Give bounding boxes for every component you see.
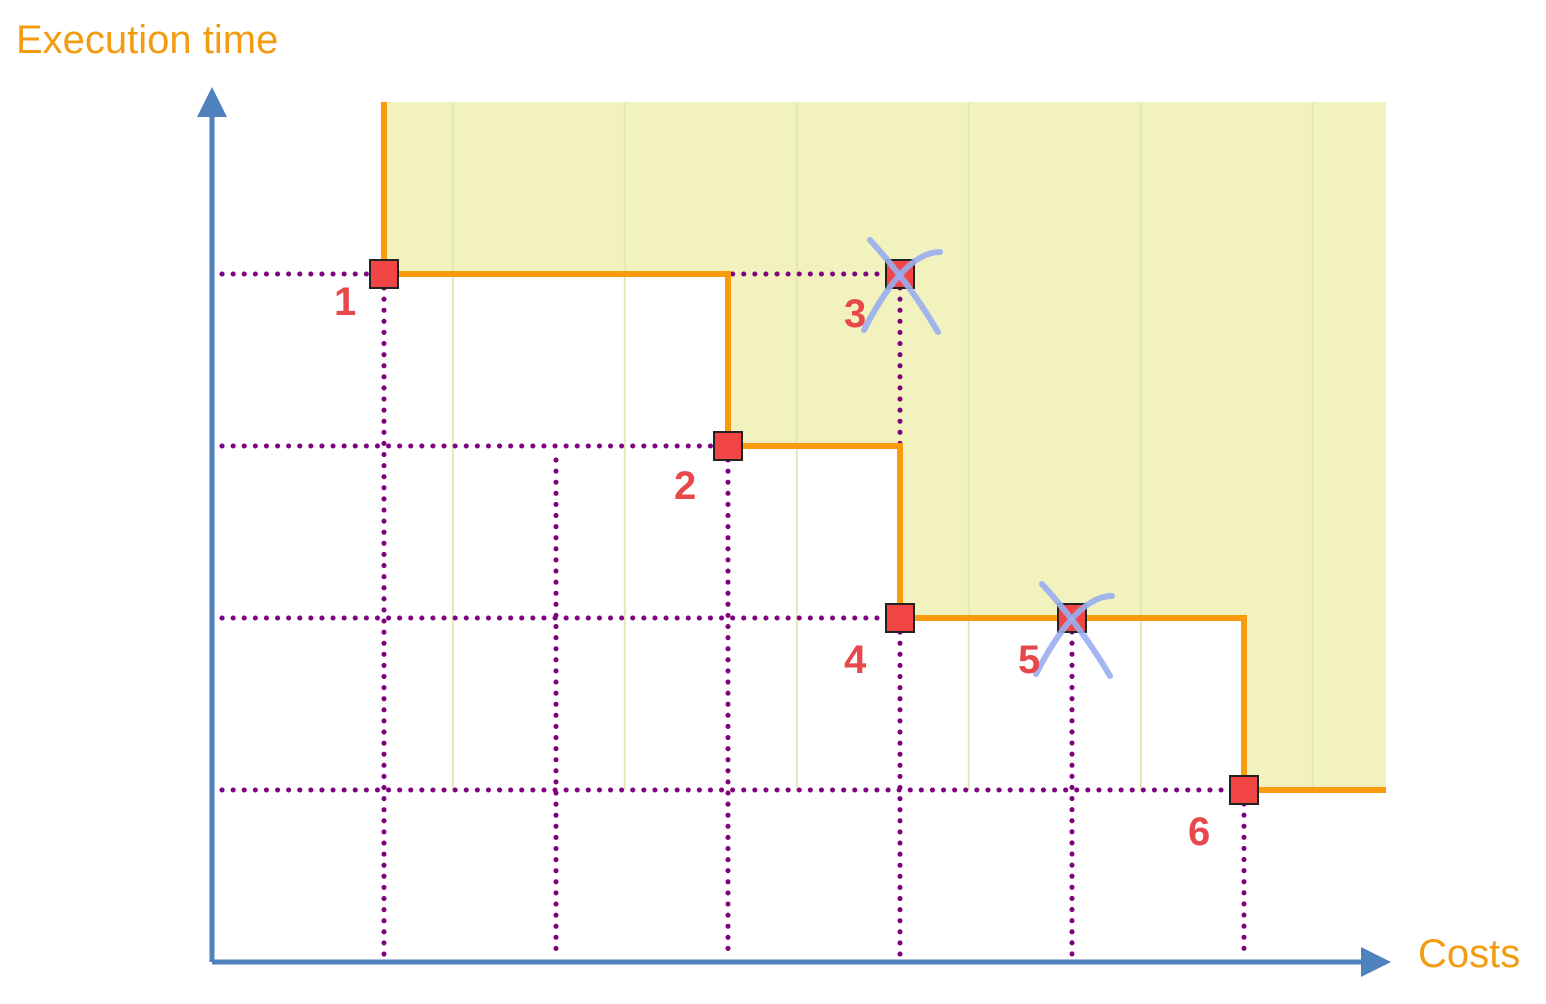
- strike-stroke: [1039, 581, 1113, 679]
- solution-point-4: [885, 603, 915, 633]
- strike-stroke: [861, 249, 943, 333]
- solution-point-6: [1229, 775, 1259, 805]
- axes: [197, 87, 1391, 977]
- strike-stroke: [1033, 593, 1115, 677]
- strike-stroke: [867, 237, 941, 335]
- point-label-2: 2: [674, 464, 697, 508]
- dominated-marks: [861, 237, 1115, 679]
- point-label-3: 3: [844, 292, 867, 336]
- point-label-4: 4: [844, 638, 867, 682]
- solution-point-1: [369, 259, 399, 289]
- point-label-5: 5: [1018, 638, 1041, 682]
- point-label-1: 1: [334, 280, 357, 324]
- y-axis-title: Execution time: [16, 18, 279, 62]
- cross-out-icon: [1033, 581, 1115, 679]
- cross-out-icon: [861, 237, 943, 335]
- solution-point-2: [713, 431, 743, 461]
- x-axis-title: Costs: [1418, 932, 1521, 976]
- pareto-frontier: [381, 102, 1386, 793]
- point-label-6: 6: [1188, 810, 1211, 854]
- frontier-line: [381, 102, 1386, 793]
